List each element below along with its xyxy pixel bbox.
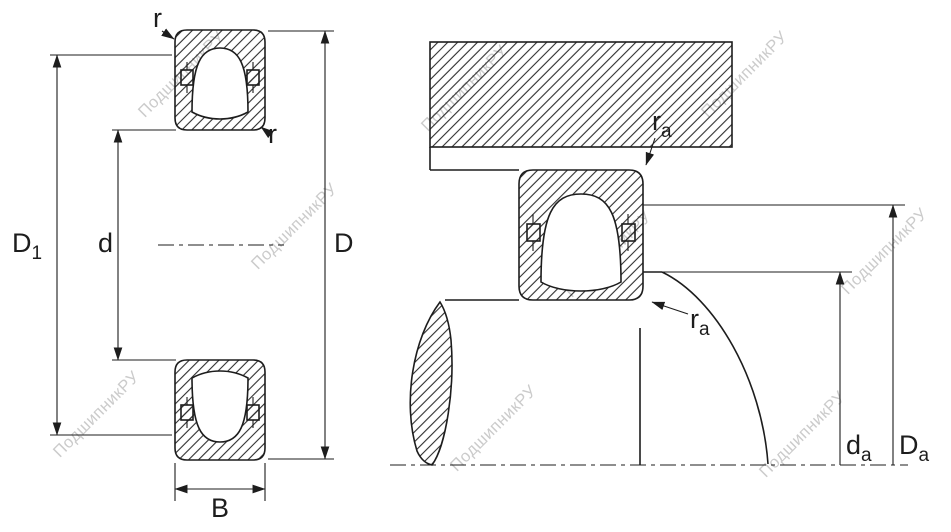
right-view: da Da ra ra [390,41,930,466]
cage-pocket [246,404,260,421]
dimension-da: da [650,271,872,466]
barrel-roller-bottom [191,370,249,443]
dim-label-ra-top: ra [652,106,672,142]
barrel-roller-right [540,193,622,292]
watermark-text: ПодшипникРУ [248,180,341,273]
dimension-B: B [174,463,266,523]
leader-line [651,301,689,315]
radius-annotation-top: r [153,3,175,40]
shaft-break-curve [661,271,769,465]
watermark-text: ПодшипникРУ [50,368,143,461]
left-view: D1 d D B r r [12,3,354,523]
dim-label-ra-bottom: ra [690,304,710,340]
shaft-shoulder-section [409,300,453,466]
dim-label-D: D [334,228,354,258]
fillet-annotation-top: ra [645,106,672,166]
dim-label-d: d [98,228,113,258]
watermark-text: ПодшипникРУ [756,388,849,481]
dimension-Da: Da [643,204,930,466]
housing-section [429,41,733,148]
dim-label-da: da [846,430,872,466]
dim-label-Da: Da [899,430,930,466]
cage-pin-lines [186,397,254,428]
dimension-d: d [98,129,176,361]
leader-line [645,137,656,166]
leader-line [260,126,274,139]
cage-pocket [180,69,194,86]
watermark-text: ПодшипникРУ [447,382,540,475]
radius-annotation-inner: r [260,119,277,149]
cage-pocket [246,69,260,86]
barrel-roller-top [191,47,249,120]
cage-pocket [180,404,194,421]
cage-pocket [621,223,636,242]
bearing-section-top [174,29,266,131]
cage-pocket [526,223,541,242]
dimension-D: D [268,30,354,460]
cage-pin-lines [186,62,254,93]
leader-line [161,28,175,40]
bearing-section-right [518,169,644,301]
watermark-text: ПодшипникРУ [838,205,931,298]
dimension-D1: D1 [12,54,172,436]
dim-label-B: B [211,493,229,523]
bearing-section-bottom [174,359,266,461]
cage-pin-lines [532,214,629,251]
dim-label-r-top: r [153,3,162,33]
dim-label-D1: D1 [12,228,42,264]
fillet-annotation-bottom: ra [651,301,710,340]
